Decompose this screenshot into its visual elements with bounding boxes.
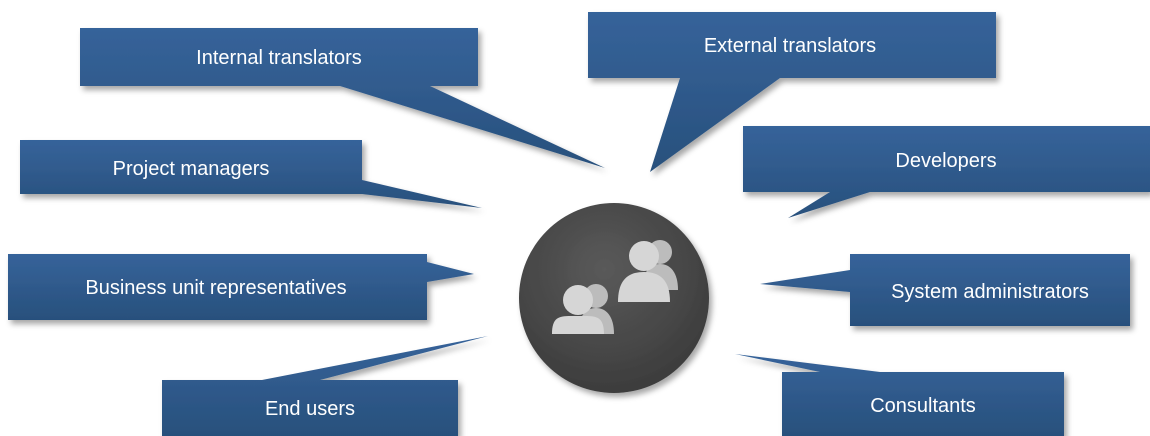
center-circle [519,203,709,393]
center-user-group [519,203,709,393]
callout-external-translators-label: External translators [704,35,876,57]
callout-system-administrators: System administrators [760,254,1130,326]
callout-internal-translators-shape [80,28,605,168]
callout-internal-translators: Internal translators [80,28,605,168]
callout-developers-shape [743,126,1150,218]
callout-end-users-label: End users [265,398,355,420]
callout-external-translators-shape [588,12,996,172]
user-group-icon [552,240,678,334]
callout-project-managers-shape [20,140,482,208]
callout-external-translators: External translators [588,12,996,172]
callout-consultants-shape [735,354,1064,436]
callout-consultants-label: Consultants [870,395,976,417]
callout-system-administrators-label: System administrators [891,281,1089,303]
callout-end-users-shape [162,336,488,436]
callout-business-unit-representatives-label: Business unit representatives [85,277,346,299]
callout-developers-label: Developers [895,150,996,172]
callout-consultants: Consultants [735,354,1064,436]
callout-project-managers: Project managers [20,140,482,208]
callout-project-managers-label: Project managers [113,158,270,180]
callout-business-unit-representatives: Business unit representatives [8,254,474,320]
callout-system-administrators-shape [760,254,1130,326]
callout-business-unit-representatives-shape [8,254,474,320]
callout-end-users: End users [162,336,488,436]
callout-developers: Developers [743,126,1150,218]
callout-internal-translators-label: Internal translators [196,47,362,69]
